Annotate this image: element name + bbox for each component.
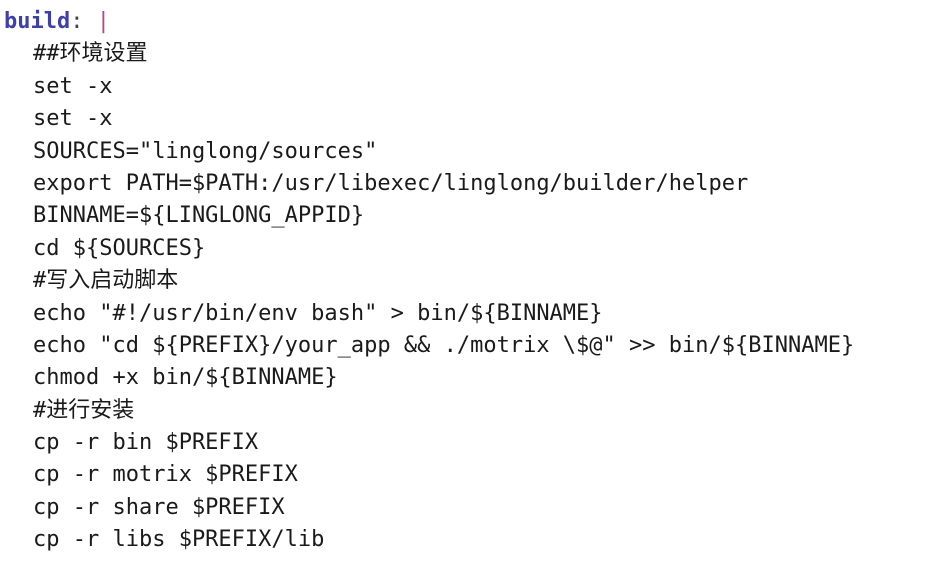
yaml-block-indicator: |	[96, 9, 110, 34]
code-line: cp -r share $PREFIX	[33, 494, 285, 520]
code-line: set -x	[33, 106, 113, 132]
code-line: echo "#!/usr/bin/env bash" > bin/${BINNA…	[33, 300, 603, 326]
yaml-key-line: build: |	[4, 6, 925, 38]
yaml-key-build: build	[4, 9, 71, 34]
code-line: chmod +x bin/${BINNAME}	[33, 365, 338, 391]
code-line-comment-env-setup: ##环境设置	[33, 41, 148, 67]
code-line: echo "cd ${PREFIX}/your_app && ./motrix …	[33, 332, 855, 358]
code-line: export PATH=$PATH:/usr/libexec/linglong/…	[33, 170, 749, 196]
code-line: cp -r motrix $PREFIX	[33, 462, 298, 488]
code-line: set -x	[33, 73, 113, 99]
code-line: cp -r libs $PREFIX/lib	[33, 527, 325, 553]
code-line: cp -r bin $PREFIX	[33, 430, 259, 456]
code-line-comment-install: #进行安装	[33, 397, 135, 423]
code-line-comment-launch-script: #写入启动脚本	[33, 268, 179, 294]
code-line: BINNAME=${LINGLONG_APPID}	[33, 203, 365, 229]
yaml-colon: :	[70, 9, 84, 34]
code-line: SOURCES="linglong/sources"	[33, 138, 378, 164]
code-line: cd ${SOURCES}	[33, 235, 206, 261]
